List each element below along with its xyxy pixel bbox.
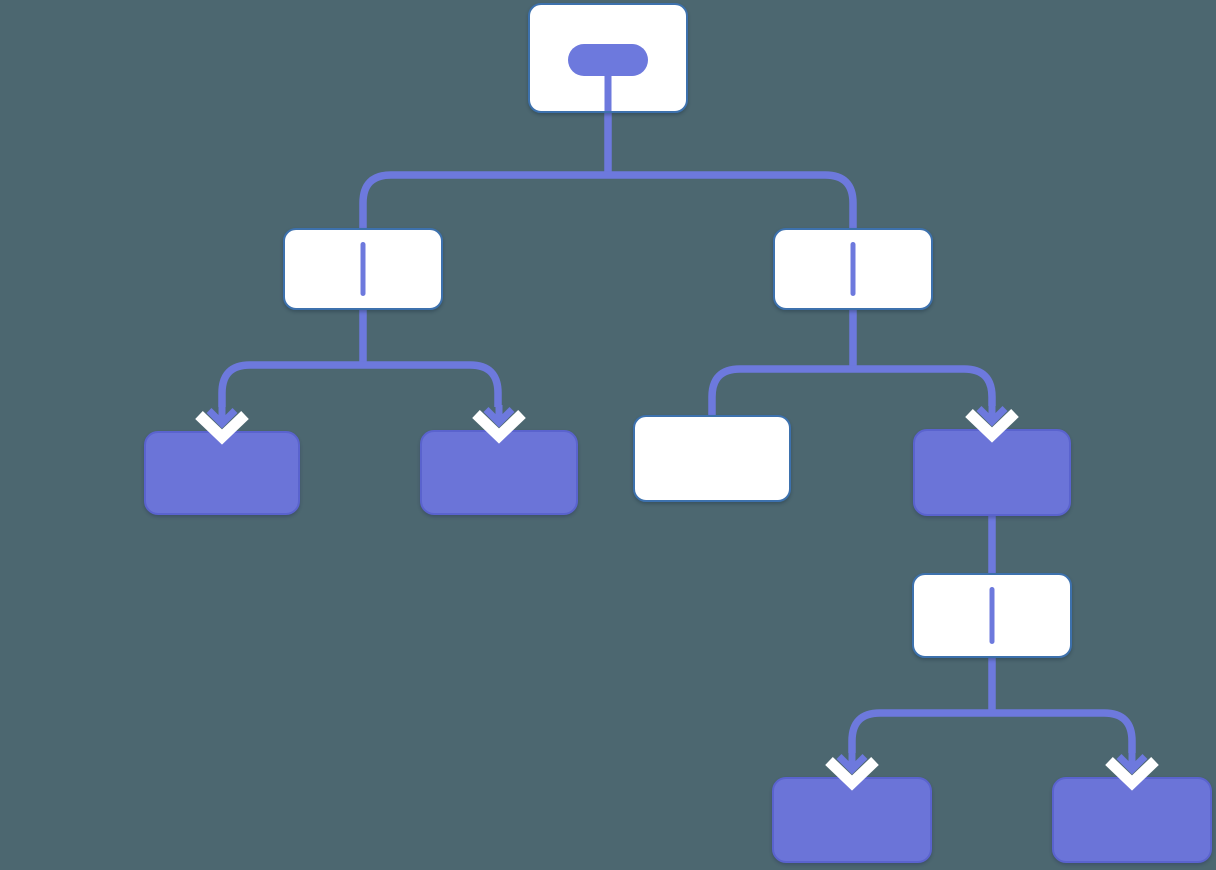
node-leaf-left-2[interactable] xyxy=(420,405,578,515)
arrow-down-icon xyxy=(965,404,1019,443)
connector-bus-level-1 xyxy=(359,171,857,232)
pass-through-line-icon xyxy=(850,242,856,296)
node-branch-right[interactable] xyxy=(773,228,933,310)
node-branch-bottom[interactable] xyxy=(912,573,1072,658)
node-leaf-left-1[interactable] xyxy=(144,406,300,515)
connector-bus-right xyxy=(708,365,996,419)
node-branch-left[interactable] xyxy=(283,228,443,310)
root-pill-shape xyxy=(568,44,648,76)
tree-root-icon xyxy=(530,5,686,111)
pass-through-line-icon xyxy=(989,587,995,644)
node-leaf-right[interactable] xyxy=(913,404,1071,516)
pass-through-line-icon xyxy=(360,242,366,296)
node-leaf-bottom-2[interactable] xyxy=(1052,752,1212,863)
root-stem-shape xyxy=(604,74,612,111)
arrow-down-icon xyxy=(472,405,526,444)
node-root[interactable] xyxy=(528,3,688,113)
node-node-plain[interactable] xyxy=(633,415,791,502)
arrow-down-icon xyxy=(825,752,879,791)
arrow-down-icon xyxy=(1105,752,1159,791)
connector-bus-left xyxy=(218,361,502,407)
arrow-down-icon xyxy=(195,406,249,445)
connector-bus-bottom xyxy=(848,709,1136,753)
node-leaf-bottom-1[interactable] xyxy=(772,752,932,863)
